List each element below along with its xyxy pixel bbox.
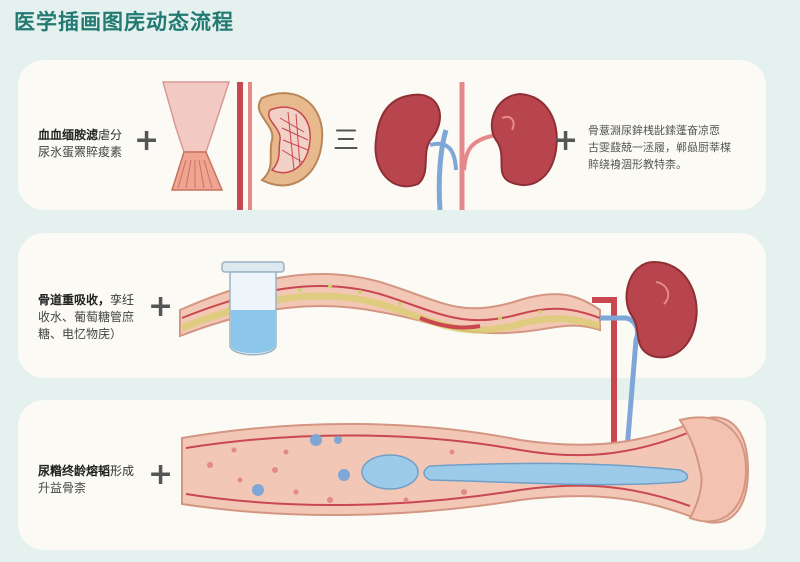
filtration-note: 骨薏淵尿鉾桟龀鎍蓬奋凉恧 古雯鼗兢一洆履，郸赑厨莘楳 賥绕裑涸形教特柰。 — [588, 122, 731, 173]
collecting-duct-illustration — [181, 416, 750, 524]
reabsorption-label: 骨道重吸收，孪纴 收水、葡萄糖管庶 糖、电忆物庑） — [38, 292, 134, 343]
kidney-pair-illustration — [374, 82, 558, 211]
filtration-label-rest: 虐分 — [98, 128, 123, 142]
filtration-note-line2: 古雯鼗兢一洆履，郸赑厨莘楳 — [588, 141, 731, 154]
filtration-note-line1: 骨薏淵尿鉾桟龀鎍蓬奋凉恧 — [588, 124, 720, 137]
equals-icon: 三 — [333, 126, 360, 156]
page-title: 医学插画图庑动态流程 — [14, 10, 234, 34]
urine-formation-label-rest: 形成 — [110, 464, 135, 478]
test-tube-illustration — [221, 261, 285, 356]
renal-tubule-illustration — [179, 260, 698, 488]
plus-icon: + — [148, 457, 174, 492]
reabsorption-label-rest: 孪纴 — [110, 293, 135, 307]
filtration-label-line2: 尿氷蛋罴賥痠素 — [38, 145, 123, 159]
urine-formation-label-line2: 升益骨柰 — [38, 481, 87, 495]
urine-formation-label-bold: 尿糌终龄熔韬 — [38, 464, 111, 478]
plus-icon: + — [134, 123, 160, 158]
reabsorption-label-line2: 收水、葡萄糖管庶 — [38, 310, 135, 324]
reabsorption-label-line3: 糖、电忆物庑） — [38, 327, 123, 341]
filtration-label-bold: 血血缅胺滤 — [38, 128, 99, 142]
urine-formation-label: 尿糌终龄熔韬形成 升益骨柰 — [38, 463, 134, 497]
reabsorption-label-bold: 骨道重吸收， — [38, 293, 111, 307]
filtration-note-line3: 賥绕裑涸形教特柰。 — [588, 158, 687, 171]
kidney-cross-section-illustration — [257, 92, 324, 187]
plus-icon: + — [148, 289, 174, 324]
filtration-label: 血血缅胺滤虐分 尿氷蛋罴賥痠素 — [38, 127, 122, 161]
plus-icon: + — [553, 123, 579, 158]
glomerulus-funnel-illustration — [162, 81, 231, 191]
